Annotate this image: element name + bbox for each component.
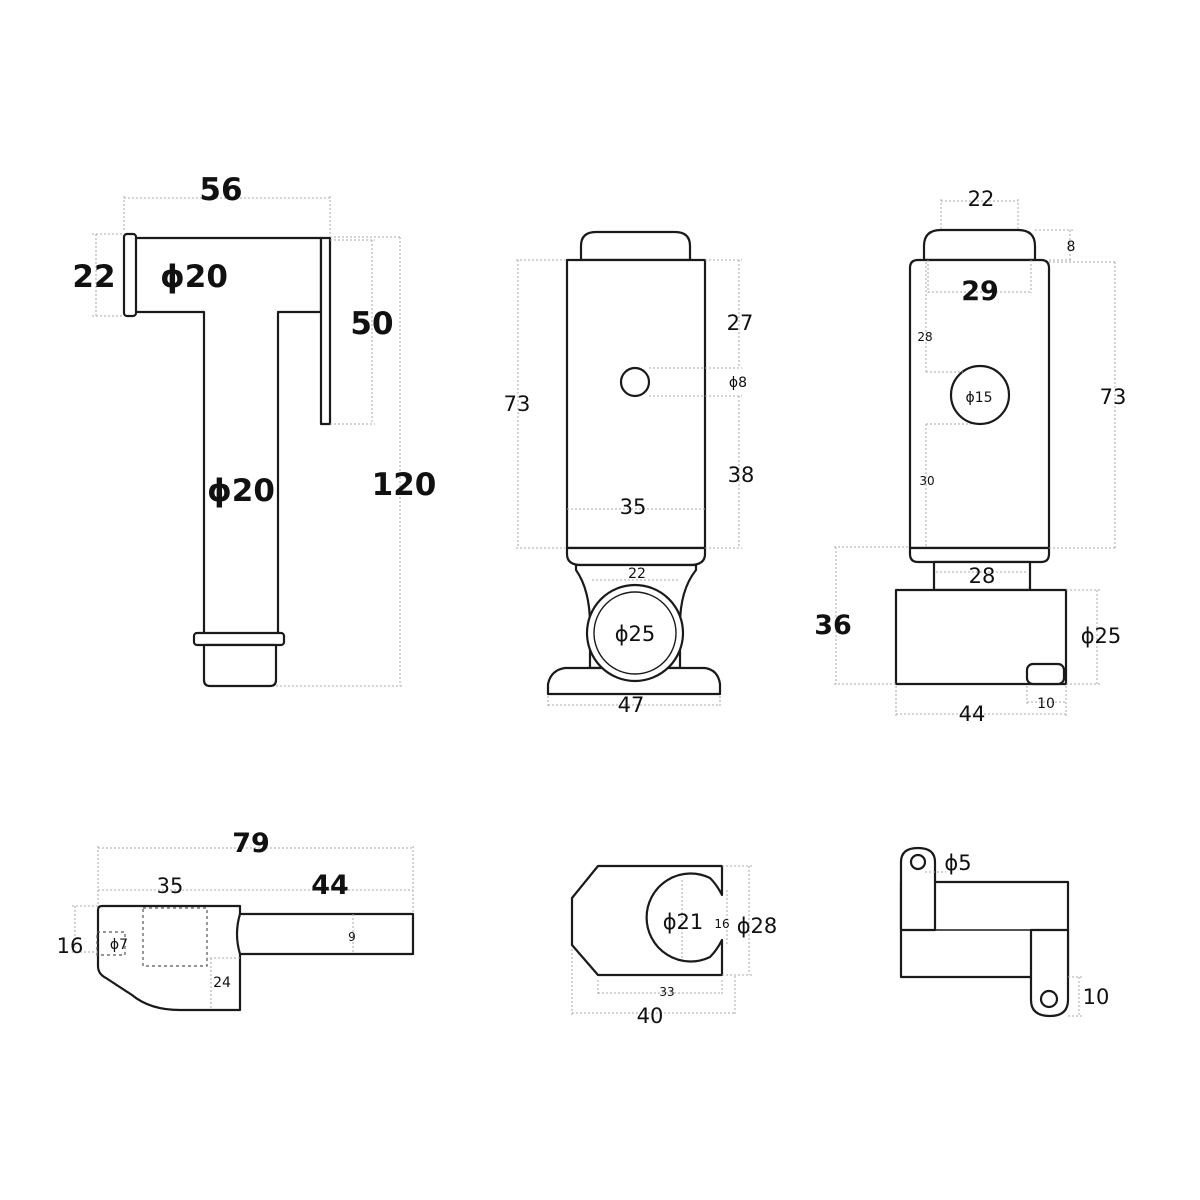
dim-side-hole: ϕ15 — [965, 390, 992, 406]
holder-front-body — [565, 258, 707, 550]
dim-bracket-depth: 24 — [213, 975, 231, 991]
dim-side-lower: 30 — [919, 474, 934, 488]
dim-sprayer-width: 56 — [199, 172, 242, 208]
clip-view: ϕ21 16 ϕ28 33 40 — [570, 864, 778, 1028]
dim-side-slot: 10 — [1037, 696, 1055, 712]
plate-left-hole — [909, 853, 927, 871]
bracket-arm — [235, 912, 415, 956]
dim-plate-hole: ϕ5 — [944, 851, 971, 875]
dim-sprayer-trigger: 50 — [350, 306, 393, 342]
dim-side-width: 29 — [961, 276, 999, 307]
holder-front-hole — [619, 366, 651, 398]
holder-side-view: 22 8 29 28 ϕ15 30 73 28 36 ϕ25 44 10 — [814, 187, 1126, 726]
dim-sprayer-total: 120 — [372, 467, 437, 503]
sprayer-body — [132, 236, 323, 636]
dim-sprayer-handle-dia: ϕ20 — [207, 473, 275, 509]
sprayer-trigger — [319, 236, 332, 426]
dim-front-top: 27 — [727, 311, 754, 335]
plate-view: ϕ5 10 — [899, 846, 1110, 1018]
dim-front-neck: 22 — [628, 566, 646, 582]
bracket-hidden-pocket — [142, 907, 208, 967]
bracket-head — [96, 904, 242, 1012]
dim-clip-width: 40 — [637, 1004, 664, 1028]
holder-side-cap — [922, 228, 1037, 262]
dim-bracket-hole: ϕ7 — [110, 937, 128, 953]
dim-side-upper: 28 — [917, 330, 932, 344]
dim-front-width: 35 — [620, 495, 647, 519]
dim-front-ring: ϕ25 — [615, 622, 656, 646]
holder-front-cap — [579, 230, 692, 262]
dim-bracket-head: 35 — [157, 874, 184, 898]
dim-front-base: 47 — [618, 693, 645, 717]
dim-sprayer-head-height: 22 — [72, 259, 115, 295]
holder-side-ring — [908, 546, 1051, 564]
dim-side-capgap: 8 — [1067, 239, 1076, 255]
sprayer-hose-end — [202, 643, 278, 688]
holder-front-view: 73 27 ϕ8 38 35 22 ϕ25 47 — [504, 230, 755, 717]
dim-side-neck: 28 — [969, 564, 996, 588]
dim-clip-inner-width: 33 — [659, 985, 674, 999]
holder-front-ring — [565, 546, 707, 567]
dim-bracket-arm-height: 9 — [348, 930, 356, 944]
dim-side-block-height: 36 — [814, 610, 852, 641]
holder-side-hole — [949, 364, 1011, 426]
dim-front-bottom: 38 — [728, 463, 755, 487]
dim-side-block-width: 44 — [959, 702, 986, 726]
dim-bracket-arm: 44 — [311, 870, 349, 901]
plate-right-hole — [1039, 989, 1059, 1009]
dim-sprayer-head-dia: ϕ20 — [160, 259, 228, 295]
holder-side-block — [894, 588, 1068, 686]
sprayer-view: 56 22 ϕ20 50 ϕ20 120 — [72, 172, 437, 688]
dim-plate-tab: 10 — [1083, 985, 1110, 1009]
dim-clip-inner: 16 — [714, 917, 729, 931]
plate-left-tab — [899, 846, 937, 932]
dim-front-height: 73 — [504, 392, 531, 416]
dim-clip-outer: ϕ28 — [737, 914, 778, 938]
dim-side-cap: 22 — [968, 187, 995, 211]
dim-clip-hole: ϕ21 — [663, 910, 704, 934]
dim-side-height: 73 — [1100, 385, 1127, 409]
dim-bracket-height: 16 — [57, 934, 84, 958]
holder-front-ring-outer — [585, 583, 685, 683]
dim-side-ring: ϕ25 — [1081, 624, 1122, 648]
clip-body — [570, 864, 724, 977]
bracket-view: 79 35 44 16 ϕ7 24 9 — [57, 828, 415, 1012]
sprayer-collar — [192, 631, 286, 647]
holder-front-ring-inner — [593, 591, 677, 675]
plate-right-tab — [1029, 928, 1070, 1018]
dim-front-hole: ϕ8 — [729, 375, 747, 391]
sprayer-head-cap — [122, 232, 138, 318]
dim-bracket-total: 79 — [232, 828, 270, 859]
holder-side-slot — [1025, 662, 1066, 686]
bracket-hidden-hole — [96, 931, 126, 956]
